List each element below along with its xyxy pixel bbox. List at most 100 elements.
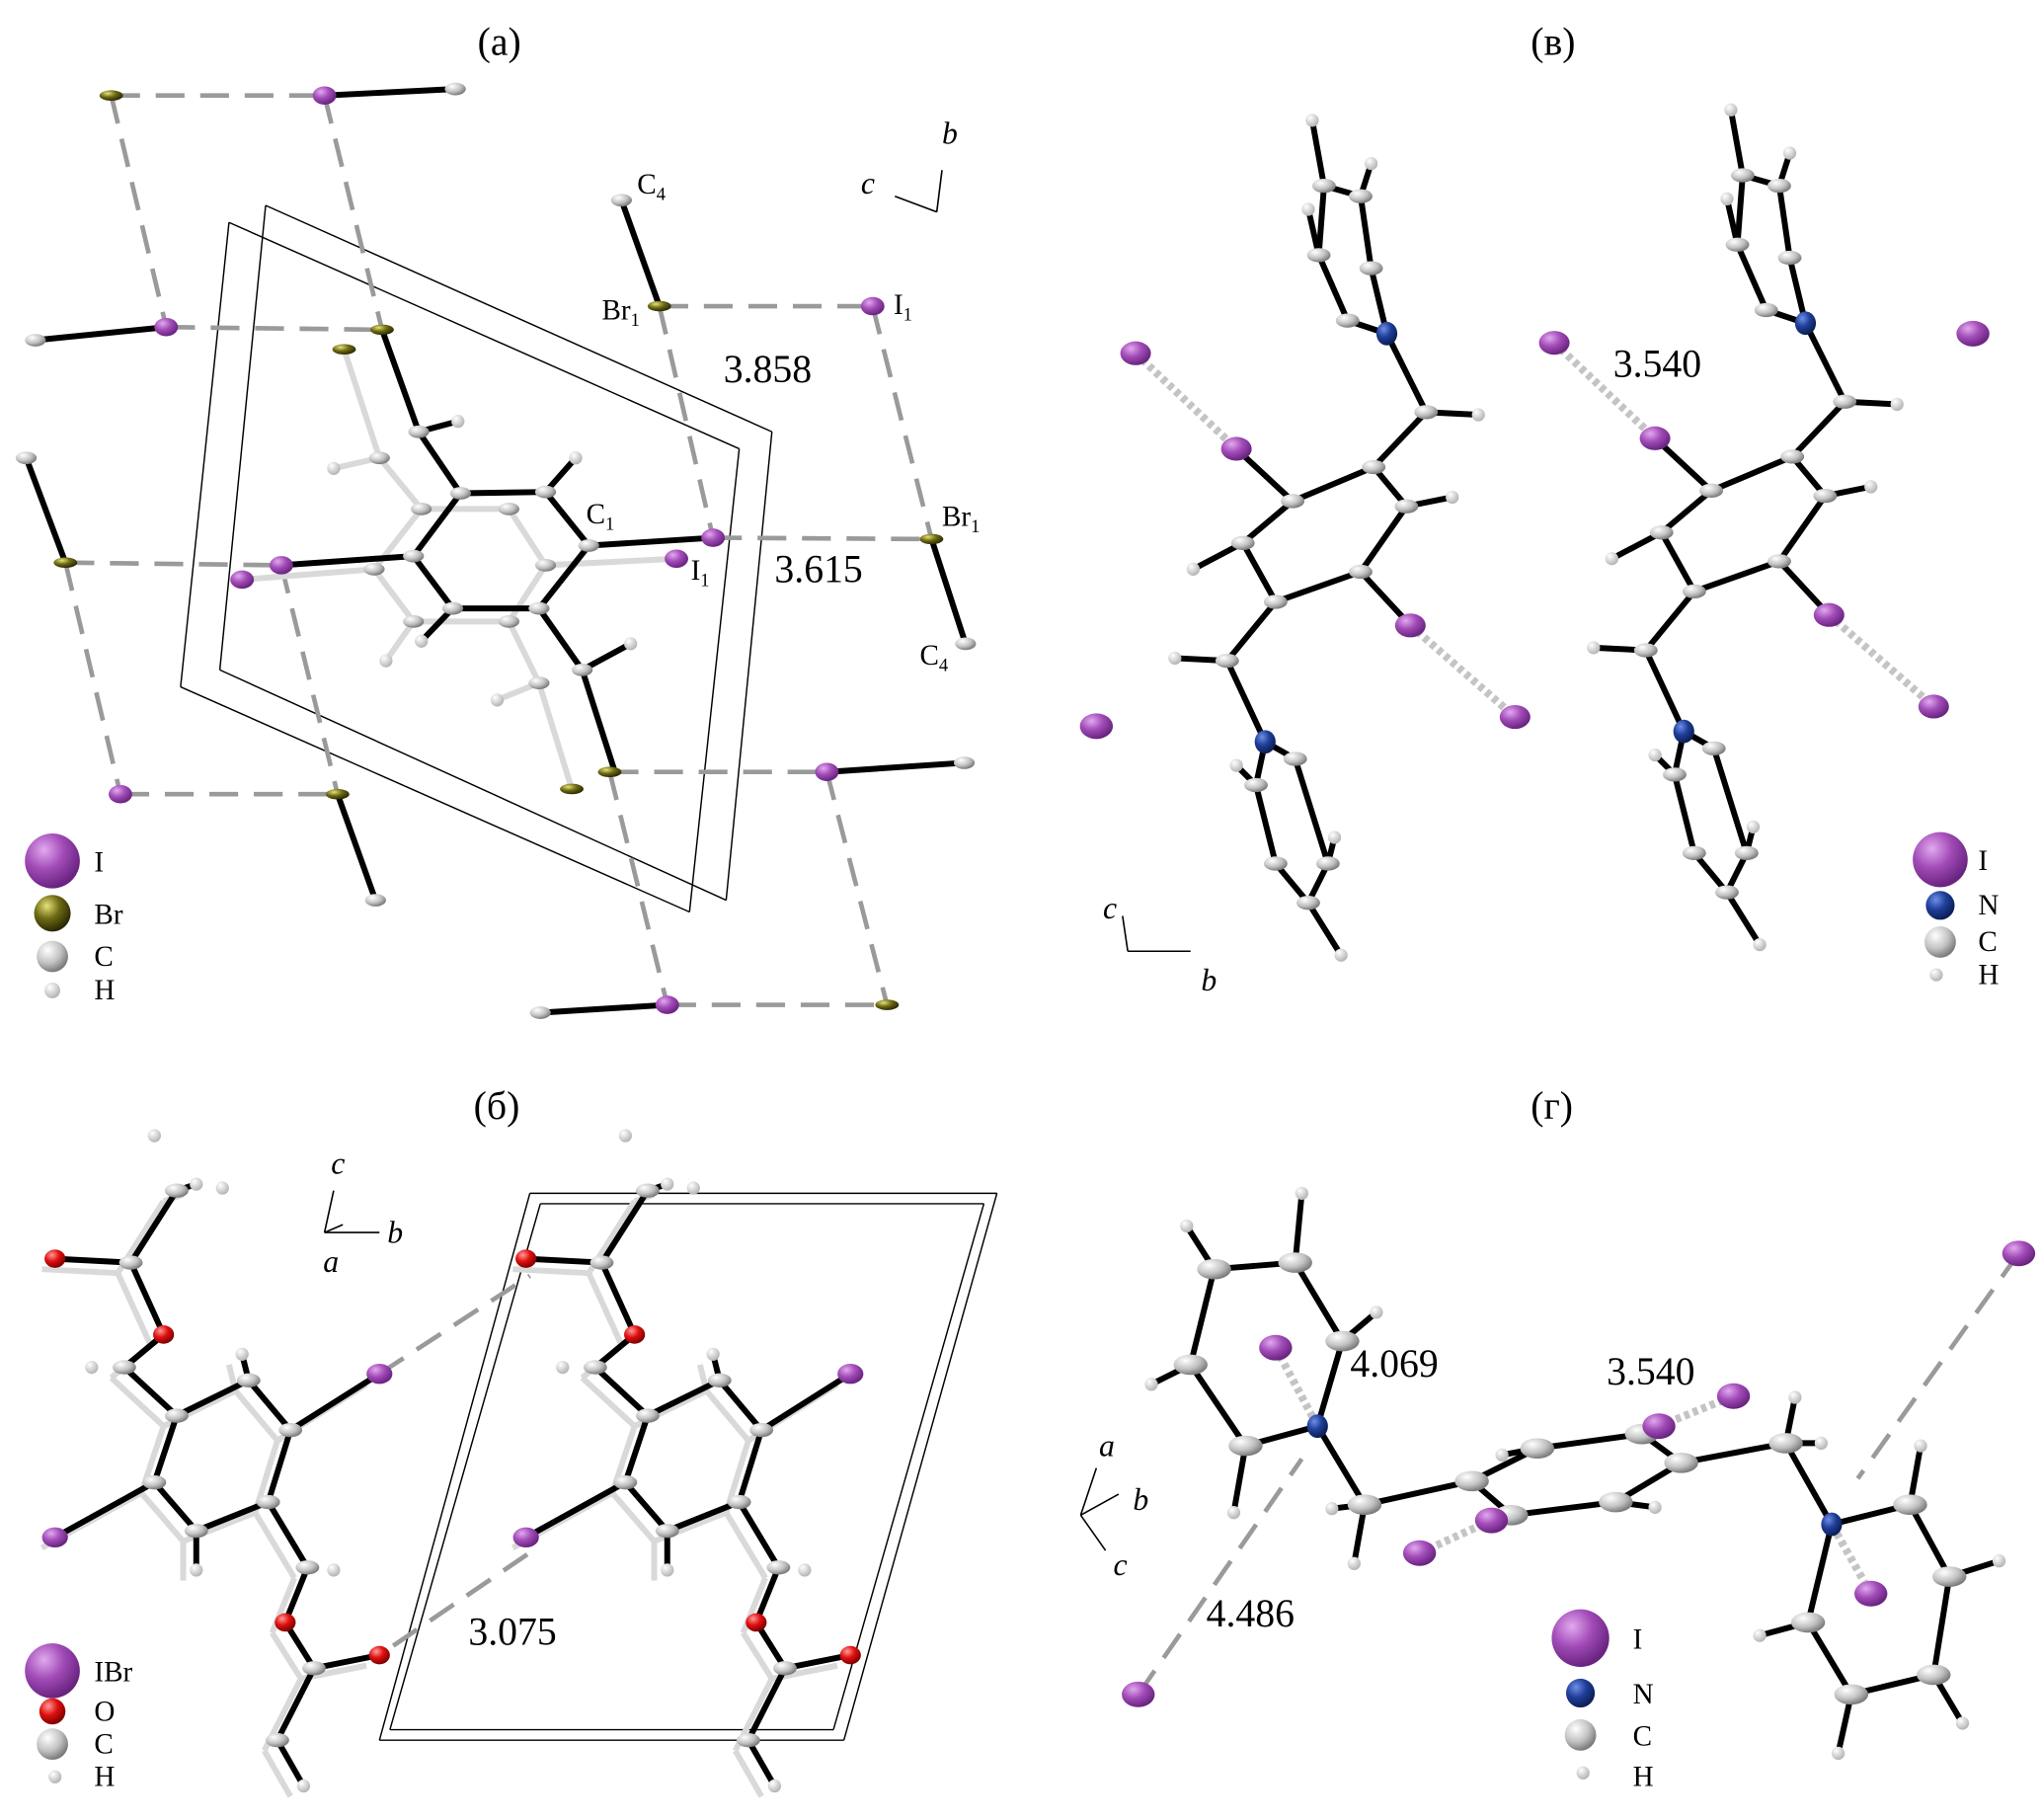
- carbon-atom: [1682, 845, 1706, 861]
- bond: [115, 1271, 154, 1347]
- carbon-atom: [1306, 248, 1331, 263]
- legend-label: H: [94, 1762, 115, 1793]
- bond: [646, 1378, 722, 1419]
- bond: [599, 1189, 651, 1265]
- hydrogen-atom: [1327, 831, 1342, 844]
- hydrogen-atom: [1370, 1306, 1383, 1319]
- bond: [1230, 1445, 1249, 1514]
- bond: [262, 1749, 293, 1798]
- hydrogen-atom: [1955, 1716, 1970, 1730]
- axis-label-b: b: [1201, 963, 1217, 997]
- carbon-atom: [236, 1373, 261, 1387]
- atom-label-i1-top: I1: [894, 289, 912, 326]
- panel-a-title: (a): [478, 21, 521, 64]
- hydrogen-atom: [1788, 1390, 1802, 1404]
- bond: [666, 1499, 741, 1534]
- bond: [589, 534, 714, 549]
- carbon-atom: [1349, 564, 1373, 580]
- bond: [1659, 530, 1697, 593]
- legend-swatch-hydrogen: [44, 983, 60, 998]
- carbon-atom: [444, 82, 466, 96]
- bond: [586, 1271, 625, 1347]
- iodine-atom: [655, 995, 679, 1014]
- carbon-atom: [408, 425, 430, 438]
- hydrogen-atom: [1814, 1436, 1828, 1451]
- bond: [1643, 589, 1697, 653]
- hydrogen-atom: [1587, 641, 1601, 655]
- bond: [195, 1499, 270, 1534]
- iodine-atom: [1220, 436, 1252, 461]
- bond: [35, 324, 167, 344]
- hydrogen-atom: [327, 1563, 341, 1577]
- carbon-atom: [1780, 449, 1805, 464]
- hydrogen-atom: [1334, 948, 1348, 962]
- iodine-atom: [1259, 1334, 1293, 1361]
- hydrogen-atom: [490, 693, 505, 707]
- bond: [109, 1375, 166, 1429]
- legend-label: I: [1633, 1623, 1643, 1655]
- legend-swatch-carbon: [37, 940, 68, 973]
- bond: [288, 1371, 381, 1433]
- carbon-atom: [112, 1360, 136, 1375]
- halogen-contact-line: [378, 1273, 531, 1377]
- bond: [121, 1365, 179, 1418]
- unit-cell-edge: [265, 204, 773, 433]
- bond: [1724, 198, 1741, 246]
- carbon-atom: [1283, 752, 1307, 766]
- bond: [1224, 659, 1268, 744]
- carbon-atom: [1701, 741, 1726, 756]
- carbon-atom: [1263, 594, 1288, 609]
- bond: [1805, 1523, 1835, 1623]
- carbon-atom: [1699, 483, 1723, 499]
- bond: [1293, 1261, 1345, 1343]
- legend-swatch-iodine: [1913, 831, 1968, 888]
- bond-layer: [23, 86, 2021, 1798]
- hydrogen-atom: [1753, 937, 1766, 952]
- bond: [1710, 747, 1750, 854]
- hydrogen-atom: [1720, 192, 1734, 206]
- distance-label-3540: 3.540: [1613, 343, 1701, 386]
- hydrogen-atom: [215, 1181, 229, 1195]
- legend-swatch-nitrogen: [1566, 1678, 1596, 1708]
- legend-label: H: [1978, 959, 1999, 990]
- carbon-atom: [1263, 856, 1288, 871]
- carbon-atom: [1520, 1438, 1555, 1460]
- carbon-atom: [295, 1560, 320, 1575]
- bond: [524, 1479, 627, 1541]
- halogen-contact-line: [109, 95, 169, 328]
- legend-label: N: [1633, 1679, 1654, 1710]
- bond: [1240, 541, 1279, 603]
- bromine-atom: [919, 533, 944, 545]
- unit-cell-edge: [688, 448, 741, 912]
- bond: [826, 759, 965, 775]
- bond: [506, 563, 549, 623]
- distance-label-3858: 3.858: [724, 348, 812, 391]
- legend-swatch-carbon: [37, 1728, 68, 1761]
- nitrogen-atom: [1375, 321, 1398, 346]
- bond: [265, 1429, 294, 1503]
- nitrogen-atom: [1306, 1414, 1328, 1439]
- hydrogen-atom: [415, 634, 429, 648]
- legend-label: C: [1978, 926, 1997, 958]
- carbon-atom: [1917, 1664, 1951, 1686]
- carbon-atom: [578, 539, 599, 552]
- bond: [280, 553, 414, 569]
- hydrogen-atom: [661, 1177, 674, 1191]
- legend-label: C: [94, 941, 113, 973]
- hydrogen-atom: [1168, 651, 1182, 666]
- atom-label-c1: C1: [587, 499, 615, 535]
- carbon-atom: [15, 451, 38, 465]
- iodine-atom: [1499, 705, 1531, 730]
- bond: [1372, 410, 1429, 470]
- hydrogen-atom: [1446, 490, 1459, 505]
- halogen-contact-line: [657, 305, 716, 539]
- halogen-contact-line: [1133, 350, 1239, 452]
- carbon-atom: [1767, 178, 1791, 194]
- bromine-atom: [53, 557, 78, 569]
- bond: [622, 1414, 651, 1484]
- bond: [128, 1189, 180, 1265]
- iodine-atom: [1120, 341, 1151, 365]
- bond: [1643, 649, 1687, 733]
- iodine-atom: [1716, 1383, 1751, 1409]
- legend-swatch-nitrogen: [1925, 891, 1955, 920]
